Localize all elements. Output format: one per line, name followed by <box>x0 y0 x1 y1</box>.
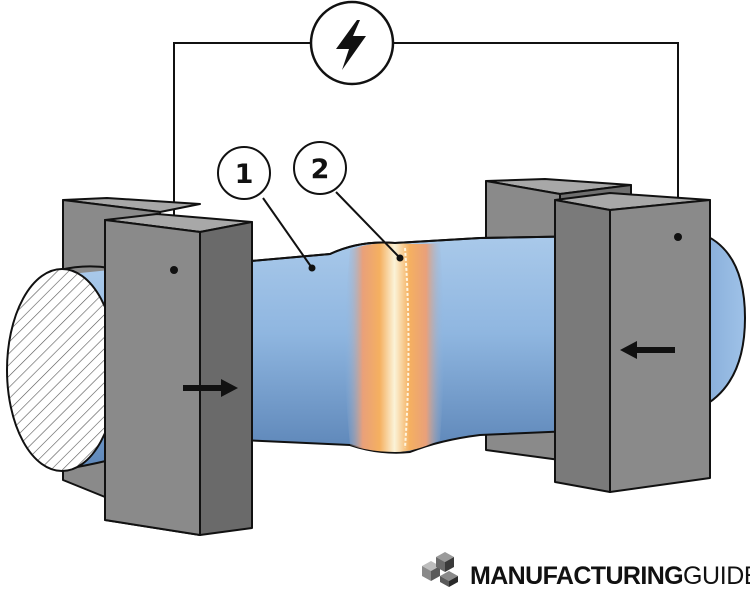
right-clamp-front <box>554 192 711 493</box>
workpiece-left-end <box>6 265 118 472</box>
lightning-bolt-icon <box>336 20 366 70</box>
logo-text-light: GUIDE <box>683 562 750 590</box>
arrow-right-icon <box>183 379 238 397</box>
electrode-contact-left <box>170 266 178 274</box>
workpiece <box>239 235 599 454</box>
callout-1-label: 1 <box>235 159 254 190</box>
svg-text:MANUFACTURINGGUIDE: MANUFACTURINGGUIDE <box>470 562 750 590</box>
power-source-symbol <box>309 0 395 86</box>
left-clamp-front <box>104 213 253 536</box>
electrode-contact-right <box>674 233 682 241</box>
arrow-left-icon <box>620 341 675 359</box>
callout-2-label: 2 <box>311 154 330 185</box>
callout-2: 2 <box>293 141 404 262</box>
power-circuit-wire <box>173 42 679 270</box>
logo-cube-icon <box>422 552 458 587</box>
callout-1: 1 <box>217 146 316 272</box>
logo-text-bold: MANUFACTURING <box>470 562 683 590</box>
weld-zone <box>345 242 444 452</box>
manufacturing-guide-logo: MANUFACTURINGGUIDE <box>422 552 750 590</box>
workpiece-cross-section <box>6 268 118 472</box>
